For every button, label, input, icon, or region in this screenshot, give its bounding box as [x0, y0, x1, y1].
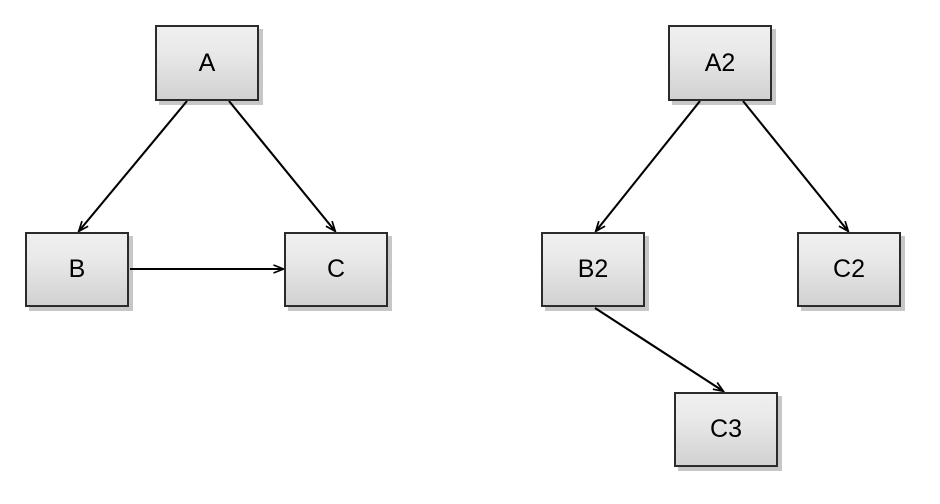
node-B[interactable]: B [25, 232, 129, 307]
node-C2-label: C2 [833, 255, 865, 283]
node-C3[interactable]: C3 [674, 392, 778, 467]
node-A-label: A [198, 48, 216, 77]
node-B2-label: B2 [577, 255, 609, 283]
node-A[interactable]: A [155, 25, 259, 101]
node-C-label: C [326, 255, 346, 283]
node-B-label: B [68, 255, 86, 283]
edge-A-B [77, 100, 188, 234]
node-C3-label: C3 [710, 415, 742, 443]
node-B2[interactable]: B2 [541, 232, 645, 307]
edge-A2-C2 [742, 100, 850, 234]
edges-group [77, 100, 850, 393]
node-A2[interactable]: A2 [668, 25, 772, 101]
node-A2-label: A2 [704, 48, 736, 77]
edge-B2-C3 [594, 307, 726, 393]
node-C2[interactable]: C2 [797, 232, 901, 307]
node-C[interactable]: C [284, 232, 388, 307]
edge-A-C [228, 100, 337, 234]
edge-A2-B2 [594, 100, 701, 234]
